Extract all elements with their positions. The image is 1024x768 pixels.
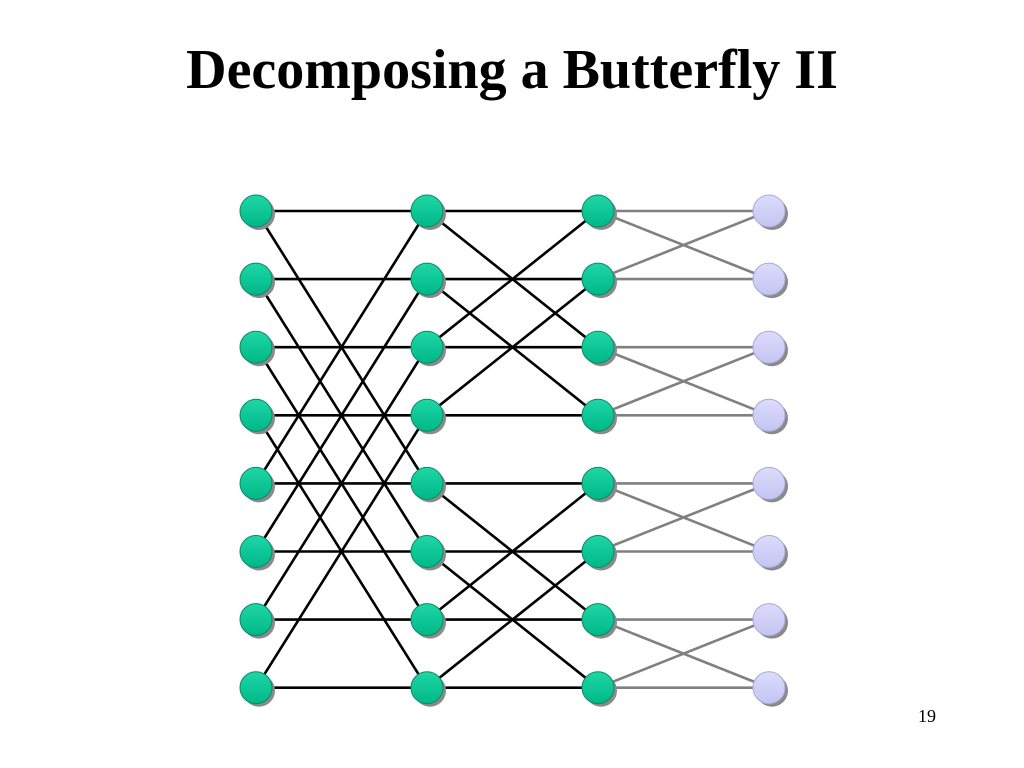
active-node bbox=[581, 466, 615, 500]
active-node bbox=[239, 194, 273, 228]
slide-title: Decomposing a Butterfly II bbox=[186, 39, 838, 101]
active-node bbox=[239, 466, 273, 500]
cross-edge-s0-r6 bbox=[254, 346, 429, 621]
node-stage0-row1 bbox=[239, 262, 275, 299]
cross-edge-s1-r2 bbox=[426, 209, 599, 349]
active-node bbox=[581, 262, 615, 296]
node-stage3-row5 bbox=[752, 535, 788, 571]
node-stage1-row6 bbox=[410, 603, 446, 639]
cross-edge-s1-r7 bbox=[426, 550, 599, 689]
node-stage2-row1 bbox=[581, 262, 617, 299]
node-stage0-row2 bbox=[239, 330, 275, 367]
node-stage3-row6 bbox=[752, 603, 788, 639]
cross-edge-s2-r5 bbox=[597, 482, 770, 553]
active-node bbox=[239, 535, 273, 568]
cross-edge-s0-r5 bbox=[254, 278, 429, 553]
node-stage0-row6 bbox=[239, 603, 275, 639]
node-stage0-row7 bbox=[239, 671, 275, 707]
active-node bbox=[581, 194, 615, 228]
active-node bbox=[239, 671, 273, 705]
node-stage3-row3 bbox=[752, 398, 788, 435]
page-number: 19 bbox=[918, 706, 936, 726]
cross-edge-s1-r6 bbox=[426, 482, 599, 621]
node-stage2-row5 bbox=[581, 535, 617, 571]
cross-edge-s2-r1 bbox=[597, 209, 770, 281]
butterfly-nodes bbox=[239, 194, 788, 707]
active-node bbox=[581, 671, 615, 705]
node-stage2-row0 bbox=[581, 194, 617, 230]
node-stage0-row3 bbox=[239, 398, 275, 435]
inactive-node bbox=[752, 398, 786, 432]
node-stage1-row1 bbox=[410, 262, 446, 299]
node-stage3-row7 bbox=[752, 671, 788, 707]
node-stage2-row3 bbox=[581, 398, 617, 435]
active-node bbox=[410, 398, 444, 432]
node-stage3-row2 bbox=[752, 330, 788, 367]
cross-edge-s0-r4 bbox=[254, 210, 429, 485]
active-node bbox=[581, 330, 615, 364]
inactive-node bbox=[752, 603, 786, 637]
inactive-node bbox=[752, 535, 786, 568]
node-stage3-row0 bbox=[752, 194, 788, 230]
active-node bbox=[410, 671, 444, 705]
node-stage1-row7 bbox=[410, 671, 446, 707]
inactive-node bbox=[752, 671, 786, 705]
node-stage3-row4 bbox=[752, 466, 788, 503]
active-node bbox=[581, 535, 615, 568]
active-node bbox=[239, 603, 273, 637]
active-node bbox=[581, 603, 615, 637]
inactive-node bbox=[752, 466, 786, 500]
active-node bbox=[410, 194, 444, 228]
cross-edge-s0-r7 bbox=[254, 414, 429, 689]
node-stage0-row0 bbox=[239, 194, 275, 230]
active-node bbox=[581, 398, 615, 432]
active-node bbox=[410, 603, 444, 637]
cross-edge-s2-r3 bbox=[597, 345, 770, 417]
node-stage1-row3 bbox=[410, 398, 446, 435]
inactive-node bbox=[752, 262, 786, 296]
active-node bbox=[239, 398, 273, 432]
cross-edge-s2-r7 bbox=[597, 618, 770, 689]
active-node bbox=[410, 535, 444, 568]
node-stage1-row4 bbox=[410, 466, 446, 503]
active-node bbox=[410, 330, 444, 364]
node-stage0-row4 bbox=[239, 466, 275, 503]
inactive-node bbox=[752, 194, 786, 228]
active-node bbox=[239, 262, 273, 296]
node-stage2-row4 bbox=[581, 466, 617, 503]
active-node bbox=[239, 330, 273, 364]
active-node bbox=[410, 466, 444, 500]
node-stage2-row6 bbox=[581, 603, 617, 639]
inactive-node bbox=[752, 330, 786, 364]
cross-edge-s1-r3 bbox=[426, 278, 599, 417]
node-stage1-row5 bbox=[410, 535, 446, 571]
node-stage0-row5 bbox=[239, 535, 275, 571]
active-node bbox=[410, 262, 444, 296]
node-stage1-row2 bbox=[410, 330, 446, 367]
node-stage3-row1 bbox=[752, 262, 788, 299]
node-stage2-row2 bbox=[581, 330, 617, 367]
node-stage1-row0 bbox=[410, 194, 446, 230]
node-stage2-row7 bbox=[581, 671, 617, 707]
butterfly-edges bbox=[254, 209, 770, 690]
